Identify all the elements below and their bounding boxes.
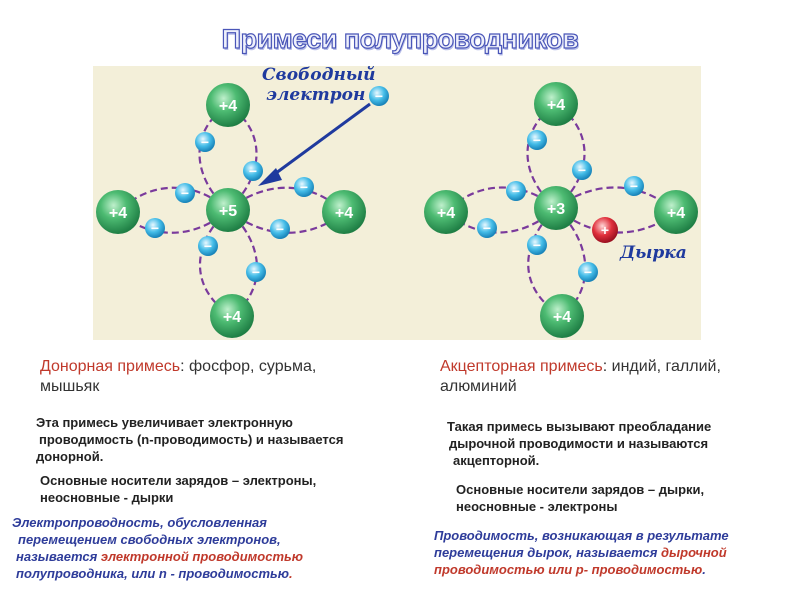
donor-examples: : фосфор, сурьма, bbox=[180, 358, 317, 375]
svg-text:−: − bbox=[300, 179, 308, 195]
left-electrons: − − − − − − − − − bbox=[145, 86, 389, 282]
label-free-electron: Свободный bbox=[262, 65, 376, 85]
svg-text:−: − bbox=[483, 220, 491, 236]
svg-text:−: − bbox=[375, 88, 383, 104]
right-note: Проводимость, возникающая в результате п… bbox=[434, 528, 729, 577]
svg-text:−: − bbox=[201, 134, 209, 150]
electron: − bbox=[506, 181, 526, 201]
electron: − bbox=[243, 161, 263, 181]
svg-text:−: − bbox=[578, 162, 586, 178]
svg-text:−: − bbox=[533, 237, 541, 253]
acceptor-examples: : индий, галлий, bbox=[602, 358, 721, 375]
svg-text:−: − bbox=[249, 163, 257, 179]
left-note: Электропроводность, обусловленная переме… bbox=[12, 515, 303, 581]
page-title: Примеси полупроводников bbox=[221, 23, 579, 54]
atom-charge: +4 bbox=[437, 205, 455, 222]
right-paragraph-2: Основные носители зарядов – дырки, неосн… bbox=[456, 482, 705, 514]
donor-examples: мышьяк bbox=[40, 378, 100, 395]
svg-text:−: − bbox=[630, 178, 638, 194]
electron: − bbox=[246, 262, 266, 282]
atom-charge: +5 bbox=[219, 203, 237, 220]
electron: − bbox=[195, 132, 215, 152]
svg-text:−: − bbox=[151, 220, 159, 236]
electron: − bbox=[527, 235, 547, 255]
atom-charge: +3 bbox=[547, 201, 565, 218]
svg-text:−: − bbox=[252, 264, 260, 280]
left-heading: Донорная примесь: фосфор, сурьма, мышьяк bbox=[40, 357, 380, 397]
acceptor-impurity-term: Акцепторная примесь bbox=[440, 358, 603, 375]
hole: + bbox=[592, 217, 618, 243]
atom-charge: +4 bbox=[223, 309, 241, 326]
electron: − bbox=[477, 218, 497, 238]
atom-charge: +4 bbox=[547, 97, 565, 114]
svg-text:−: − bbox=[584, 264, 592, 280]
electron: − bbox=[145, 218, 165, 238]
left-paragraph-2: Основные носители зарядов – электроны, н… bbox=[40, 473, 317, 505]
right-paragraph-1: Такая примесь вызывают преобладание дыро… bbox=[447, 419, 712, 468]
electron: − bbox=[270, 219, 290, 239]
atom-right-left: +4 bbox=[424, 190, 468, 234]
atom-right-center: +3 bbox=[534, 186, 578, 230]
atom-charge: +4 bbox=[109, 205, 127, 222]
svg-text:−: − bbox=[512, 183, 520, 199]
atom-left-center: +5 bbox=[206, 188, 250, 232]
diagram-background bbox=[93, 66, 701, 340]
electron: − bbox=[624, 176, 644, 196]
label-hole: Дырка bbox=[619, 243, 687, 263]
atom-charge: +4 bbox=[219, 98, 237, 115]
atom-left-top: +4 bbox=[206, 83, 250, 127]
atom-charge: +4 bbox=[553, 309, 571, 326]
svg-text:−: − bbox=[181, 185, 189, 201]
electron: − bbox=[572, 160, 592, 180]
atom-left-left: +4 bbox=[96, 190, 140, 234]
atom-right-top: +4 bbox=[534, 82, 578, 126]
right-electrons: − − − − − − − bbox=[477, 130, 644, 282]
atom-left-bottom: +4 bbox=[210, 294, 254, 338]
svg-text:+: + bbox=[601, 222, 609, 238]
atom-charge: +4 bbox=[335, 205, 353, 222]
svg-text:−: − bbox=[533, 132, 541, 148]
electron: − bbox=[527, 130, 547, 150]
electron: − bbox=[198, 236, 218, 256]
electron: − bbox=[294, 177, 314, 197]
acceptor-examples: алюминий bbox=[440, 378, 517, 395]
atom-right-bottom: +4 bbox=[540, 294, 584, 338]
svg-text:−: − bbox=[204, 238, 212, 254]
electron: − bbox=[369, 86, 389, 106]
donor-impurity-term: Донорная примесь bbox=[40, 358, 181, 375]
left-paragraph-1: Эта примесь увеличивает электронную пров… bbox=[36, 415, 344, 464]
electron: − bbox=[175, 183, 195, 203]
svg-text:−: − bbox=[276, 221, 284, 237]
atom-right-right: +4 bbox=[654, 190, 698, 234]
right-heading: Акцепторная примесь: индий, галлий, алюм… bbox=[440, 357, 790, 397]
free-electron-arrow bbox=[258, 102, 371, 186]
label-free-electron: электрон bbox=[266, 85, 365, 105]
atom-left-right: +4 bbox=[322, 190, 366, 234]
electron: − bbox=[578, 262, 598, 282]
atom-charge: +4 bbox=[667, 205, 685, 222]
